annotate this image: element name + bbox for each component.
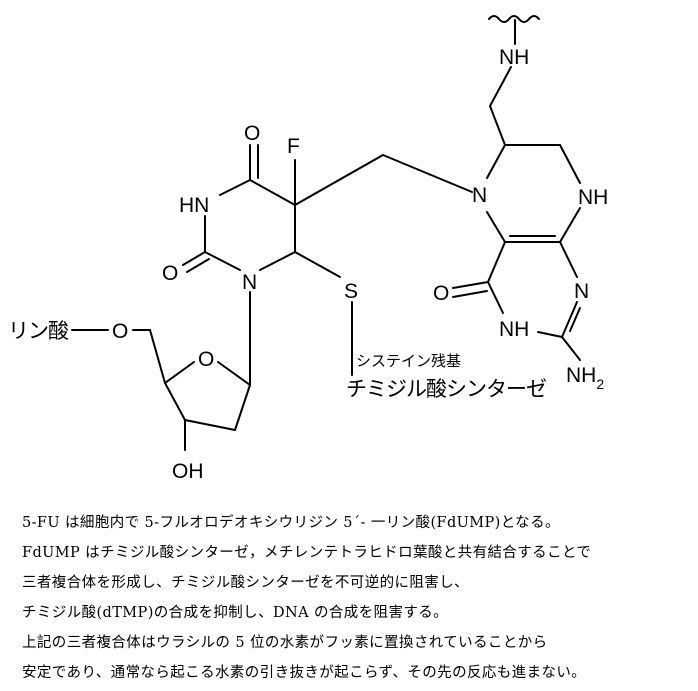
bond-o-c4p [164, 361, 195, 384]
bond-n3-c2 [537, 331, 563, 338]
bond-c6u-n1 [259, 251, 296, 271]
bond-n1-c2u [204, 251, 241, 271]
bond-ch2-c6 [489, 105, 506, 146]
bond-n3-c4u [219, 179, 251, 196]
atom-nh2: NH2 [566, 364, 604, 392]
caption-line: 5-FU は細胞内で 5-フルオロデオキシウリジン 5´- 一リン酸(FdUMP… [22, 515, 560, 531]
bond-c6u-s [294, 251, 341, 278]
atom-nh2-sub: 2 [596, 376, 604, 392]
bond-c4-o-double [452, 290, 488, 298]
atom-nh-pterin: NH [499, 318, 529, 341]
atom-o-sugar-ring: O [198, 348, 214, 371]
label-thymidylate-synthase: チミジル酸シンターゼ [346, 377, 547, 401]
bond-nh-ch2 [489, 66, 512, 107]
bond-n5-c6 [486, 144, 506, 179]
wavy-bond [488, 15, 540, 23]
atom-n5: N [472, 184, 487, 207]
atom-o-phosphate: O [112, 320, 128, 343]
atom-o-uracil-top: O [244, 122, 260, 145]
bond-c4-o [452, 281, 489, 289]
caption-line: FdUMP はチミジル酸シンターゼ，メチレンテトラヒドロ葉酸と共有結合することで [22, 545, 592, 561]
bond-c3p-c2p [184, 419, 236, 431]
atom-o-pterin: O [433, 282, 449, 305]
bond-n1-c8a [559, 241, 578, 278]
bond-c5-ch2 [294, 154, 384, 206]
atom-oh: OH [172, 460, 204, 483]
bond-c4-n3 [487, 281, 504, 314]
bond-c2-n1-double [569, 307, 581, 332]
atom-nh-top: NH [499, 46, 529, 69]
atom-hn-uracil: HN [179, 194, 209, 217]
bond-n8-c8a [559, 207, 581, 243]
bond-c4a-c4 [487, 241, 506, 283]
bond-c7-n8 [559, 144, 581, 184]
bond-c2p-c1p [234, 384, 251, 431]
atom-o-uracil-left: O [162, 262, 178, 285]
atom-nh8: NH [578, 186, 608, 209]
atom-n-uracil: N [242, 271, 257, 294]
label-cysteine-residue: システイン残基 [356, 352, 461, 370]
bond-c4p-c3p [164, 382, 186, 421]
caption-line: 安定であり、通常なら起こる水素の引き抜きが起こらず、その先の反応も進まない。 [22, 665, 587, 681]
bond-c2u-o-double [186, 258, 210, 273]
atom-f: F [287, 135, 300, 158]
atom-n3: N [574, 280, 589, 303]
atom-nh2-main: NH [566, 364, 596, 387]
caption-line: チミジル酸(dTMP)の合成を抑制し、DNA の合成を阻害する。 [22, 605, 449, 621]
bond-c2-nh2 [561, 336, 581, 361]
bond-c2-n1 [561, 301, 578, 338]
bond-c1p-o [217, 361, 251, 386]
caption-line: 三者複合体を形成し、チミジル酸シンターゼを不可逆的に阻害し、 [22, 575, 469, 591]
atom-s: S [344, 280, 358, 303]
bond-ch2-n5 [382, 154, 473, 193]
caption: 5-FU は細胞内で 5-フルオロデオキシウリジン 5´- 一リン酸(FdUMP… [22, 508, 692, 688]
bond-c4u-c5 [249, 179, 296, 206]
label-phosphate: リン酸 [8, 319, 69, 343]
caption-line: 上記の三者複合体はウラシルの 5 位の水素がフッ素に置換されていることから [22, 635, 548, 651]
ternary-complex-structure: NH F O HN O N S N NH N O NH NH2 O O OH リ… [8, 15, 608, 483]
bond-c4p-c5p [149, 329, 166, 384]
bond-c2u-o [182, 251, 206, 266]
bond-c4a-n5 [486, 211, 506, 243]
